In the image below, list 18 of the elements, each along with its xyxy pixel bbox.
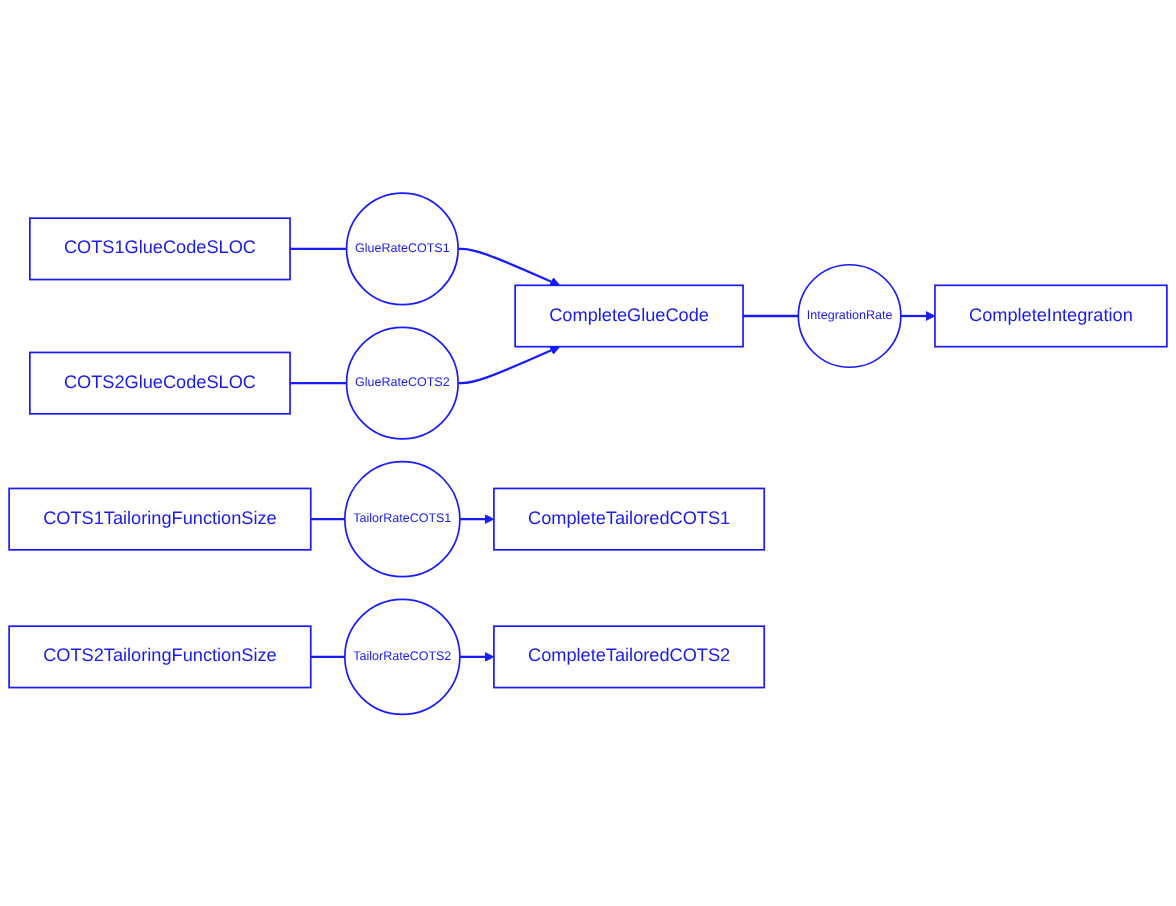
node-box: CompleteTailoredCOTS2 <box>493 624 766 688</box>
node-box: CompleteGlueCode <box>514 283 744 347</box>
node-box: COTS1TailoringFunctionSize <box>8 486 312 550</box>
arrow <box>459 651 495 662</box>
node-box: COTS2GlueCodeSLOC <box>28 350 291 414</box>
connector <box>310 517 345 520</box>
node-box: COTS1GlueCodeSLOC <box>28 216 291 280</box>
arrow <box>900 310 936 321</box>
arrow <box>458 345 560 384</box>
connector <box>310 655 345 658</box>
connector <box>290 381 347 384</box>
node-box: CompleteTailoredCOTS1 <box>493 486 766 550</box>
connector <box>290 246 347 250</box>
arrow <box>459 513 495 524</box>
arrow <box>458 246 560 286</box>
node-box: COTS2TailoringFunctionSize <box>8 624 312 688</box>
node-box: CompleteIntegration <box>934 283 1168 347</box>
connector <box>743 314 799 317</box>
